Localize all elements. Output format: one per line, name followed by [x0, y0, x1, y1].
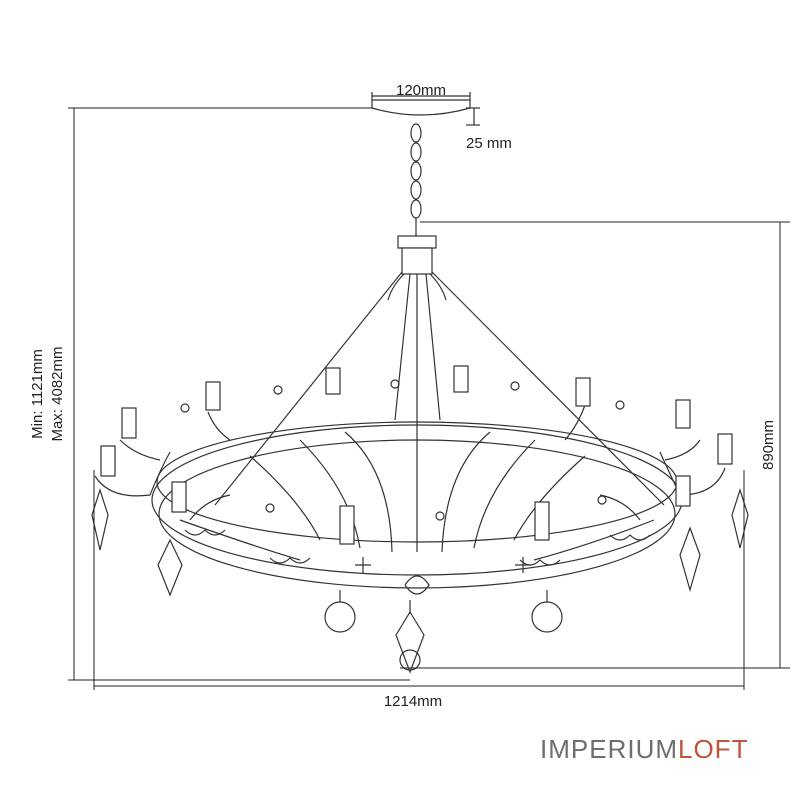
main-ring — [151, 421, 683, 589]
dimension-lines — [68, 107, 790, 690]
canopy-width-label: 120mm — [396, 82, 446, 99]
suspension-chain — [410, 123, 422, 236]
brand-logo-part2: LOFT — [678, 734, 749, 764]
brand-logo-part1: IMPERIUM — [540, 734, 678, 764]
drop-max-label: Max: 4082mm — [49, 346, 66, 441]
drop-min-label: Min: 1121mm — [29, 349, 46, 439]
candles — [100, 365, 733, 545]
canopy-height-label: 25 mm — [466, 135, 512, 152]
brand-logo: IMPERIUMLOFT — [540, 734, 748, 765]
body-height-label: 890mm — [760, 420, 777, 470]
ceiling-canopy — [371, 92, 480, 126]
ring-scrolls — [184, 529, 651, 595]
crystal-drops — [91, 488, 749, 674]
support-rods — [214, 271, 665, 506]
overall-width-label: 1214mm — [384, 693, 442, 710]
center-hub — [387, 235, 447, 552]
finials — [180, 379, 625, 521]
